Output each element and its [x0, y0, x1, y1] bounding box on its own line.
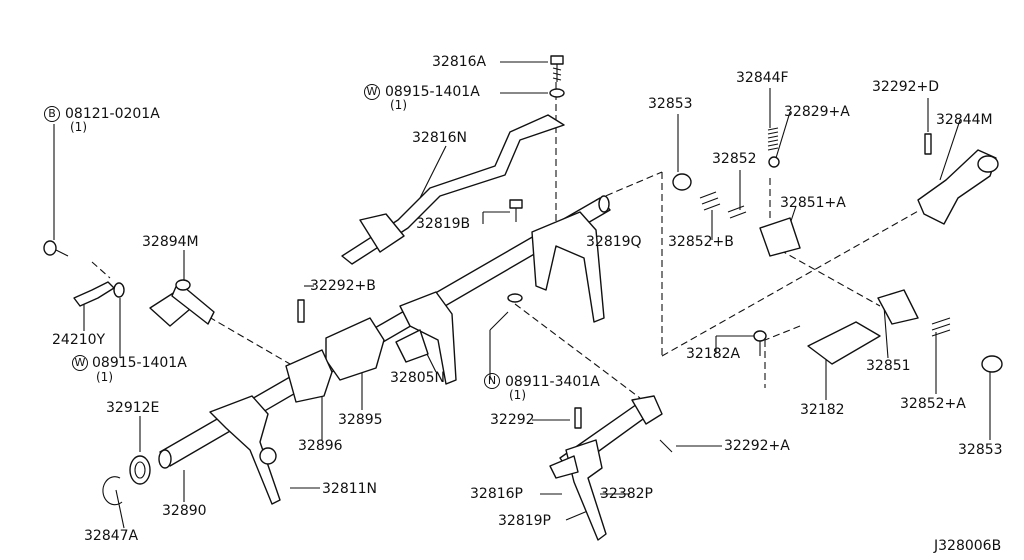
label-32847A: 32847A [84, 528, 139, 544]
block-32896 [285, 349, 333, 403]
label-32852: 32852 [712, 151, 757, 167]
label-32382P: 32382P [600, 486, 653, 502]
label-32292A: 32292+A [724, 438, 790, 454]
snap-ring-32847A [102, 476, 123, 506]
fork-32805N [399, 291, 457, 385]
label-24210Y: 24210Y [52, 332, 106, 348]
bolt-32819B [509, 199, 523, 222]
pin-32292 [574, 407, 582, 429]
bracket-24210Y [73, 281, 115, 307]
label-32811N: 32811N [322, 481, 378, 497]
label-32816N: 32816N [412, 130, 468, 146]
label-08915-top: 08915-1401A [385, 84, 480, 100]
lever-32844M [917, 149, 997, 225]
label-32894M: 32894M [142, 234, 199, 250]
label-32816A: 32816A [432, 54, 487, 70]
diagram-code: J328006B [934, 538, 1002, 554]
plate-32182 [807, 321, 881, 365]
label-08121: 08121-0201A [65, 106, 160, 122]
label-32853-bottom: 32853 [958, 442, 1003, 458]
spring-32852B [699, 191, 721, 211]
label-32292B: 32292+B [310, 278, 376, 294]
label-32182A: 32182A [686, 346, 741, 362]
qty-08121: (1) [70, 120, 87, 134]
spring-32852 [727, 205, 747, 219]
plug-32853-bottom [981, 355, 1003, 373]
pin-32292B [297, 299, 305, 323]
nut-08911 [507, 293, 523, 303]
ball-32829A [768, 156, 780, 168]
bolt-08121 [43, 240, 69, 257]
washer-top [549, 88, 565, 98]
label-32819B: 32819B [416, 216, 471, 232]
label-08915-bottom: 08915-1401A [92, 355, 187, 371]
label-32292: 32292 [490, 412, 535, 428]
bolt-32816A [550, 55, 564, 82]
label-32890: 32890 [162, 503, 207, 519]
label-32844F: 32844F [736, 70, 789, 86]
label-32819Q: 32819Q [586, 234, 642, 250]
qty-08915-bottom: (1) [96, 370, 113, 384]
plunger-32851 [877, 289, 919, 325]
qty-08915-top: (1) [390, 98, 407, 112]
rod-bracket [359, 213, 405, 253]
pin-32292D [924, 133, 932, 155]
fork-32811N [209, 395, 281, 505]
bolt-32182A [753, 330, 767, 356]
label-32852A: 32852+A [900, 396, 966, 412]
label-32895: 32895 [338, 412, 383, 428]
bracket-32895 [325, 317, 385, 381]
shift-rod-32816N [341, 114, 565, 265]
label-32816P: 32816P [470, 486, 523, 502]
label-32851A: 32851+A [780, 195, 846, 211]
label-32805N: 32805N [390, 370, 446, 386]
bolt-marker: B [44, 106, 60, 122]
label-32853-top: 32853 [648, 96, 693, 112]
washer-marker: W [364, 84, 380, 100]
label-08911: 08911-3401A [505, 374, 600, 390]
nut-marker: N [484, 373, 500, 389]
label-32851: 32851 [866, 358, 911, 374]
washer-marker-bottom: W [72, 355, 88, 371]
label-32819P: 32819P [498, 513, 551, 529]
label-32292D: 32292+D [872, 79, 940, 95]
qty-08911: (1) [509, 388, 526, 402]
label-32852B: 32852+B [668, 234, 734, 250]
label-32912E: 32912E [106, 400, 160, 416]
shaft-32894M [149, 279, 215, 327]
pin-32292A [659, 439, 673, 453]
label-32896: 32896 [298, 438, 343, 454]
label-32844M: 32844M [936, 112, 993, 128]
washer-bottom [113, 282, 125, 298]
spring-32852A [931, 317, 951, 337]
label-32829A: 32829+A [784, 104, 850, 120]
spring-32844F [767, 127, 779, 151]
plunger-32851A [759, 217, 801, 257]
alignment-lines [91, 82, 921, 399]
seal-32912E [129, 455, 151, 485]
fork-32819Q [531, 211, 605, 323]
label-32182: 32182 [800, 402, 845, 418]
detent-plug-32853-top [672, 173, 692, 191]
